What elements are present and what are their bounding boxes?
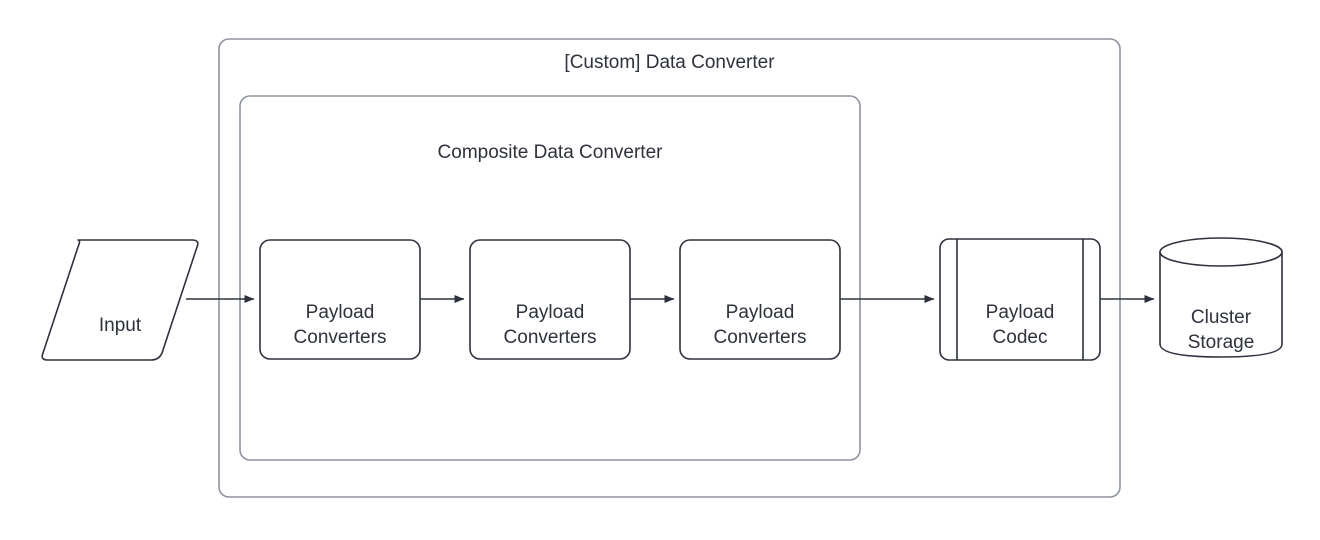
input-shape [41,239,199,361]
payload-converters-3-shape [679,239,841,360]
inner-container-title: Composite Data Converter [437,142,663,163]
payload-converters-2-shape [469,239,631,360]
payload-codec-shape [939,238,1101,361]
outer-container-title: [Custom] Data Converter [564,52,775,73]
payload-converters-1-shape [259,239,421,360]
cluster-storage-shape [1159,237,1283,358]
